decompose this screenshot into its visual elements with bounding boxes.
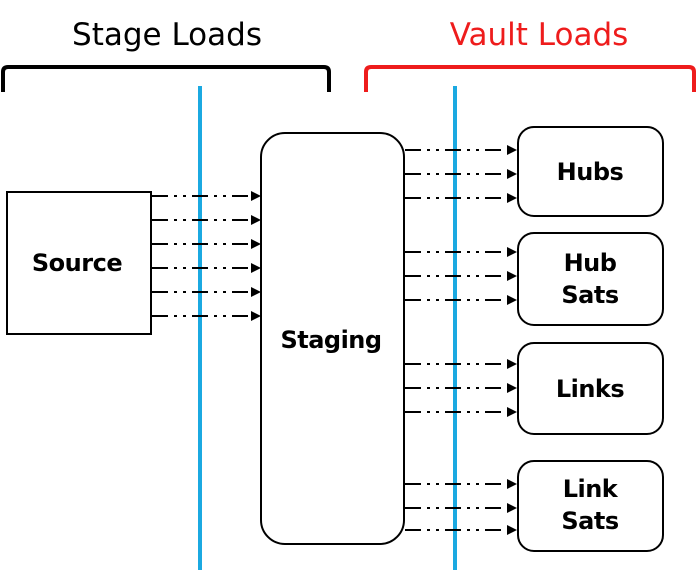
hub-sats-label-line2: Sats: [561, 281, 618, 309]
stage-bracket: [1, 65, 331, 92]
vault-bracket: [364, 65, 696, 92]
links-box: [517, 342, 664, 435]
stage-loads-title: Stage Loads: [72, 17, 262, 53]
hubs-label: Hubs: [557, 158, 624, 186]
hub-sats-label-line1: Hub: [564, 249, 617, 277]
link-sats-box: [517, 460, 664, 552]
vault-loads-title: Vault Loads: [450, 17, 629, 53]
source-label: Source: [32, 249, 122, 277]
staging-label: Staging: [280, 326, 381, 354]
hubs-box: [517, 126, 664, 217]
link-sats-label-line2: Sats: [561, 507, 618, 535]
source-box: [6, 191, 152, 335]
hub-sats-box: [517, 232, 664, 326]
link-sats-label-line1: Link: [563, 475, 619, 503]
staging-box: [260, 132, 405, 545]
arrows: [152, 145, 517, 535]
links-label: Links: [556, 375, 625, 403]
